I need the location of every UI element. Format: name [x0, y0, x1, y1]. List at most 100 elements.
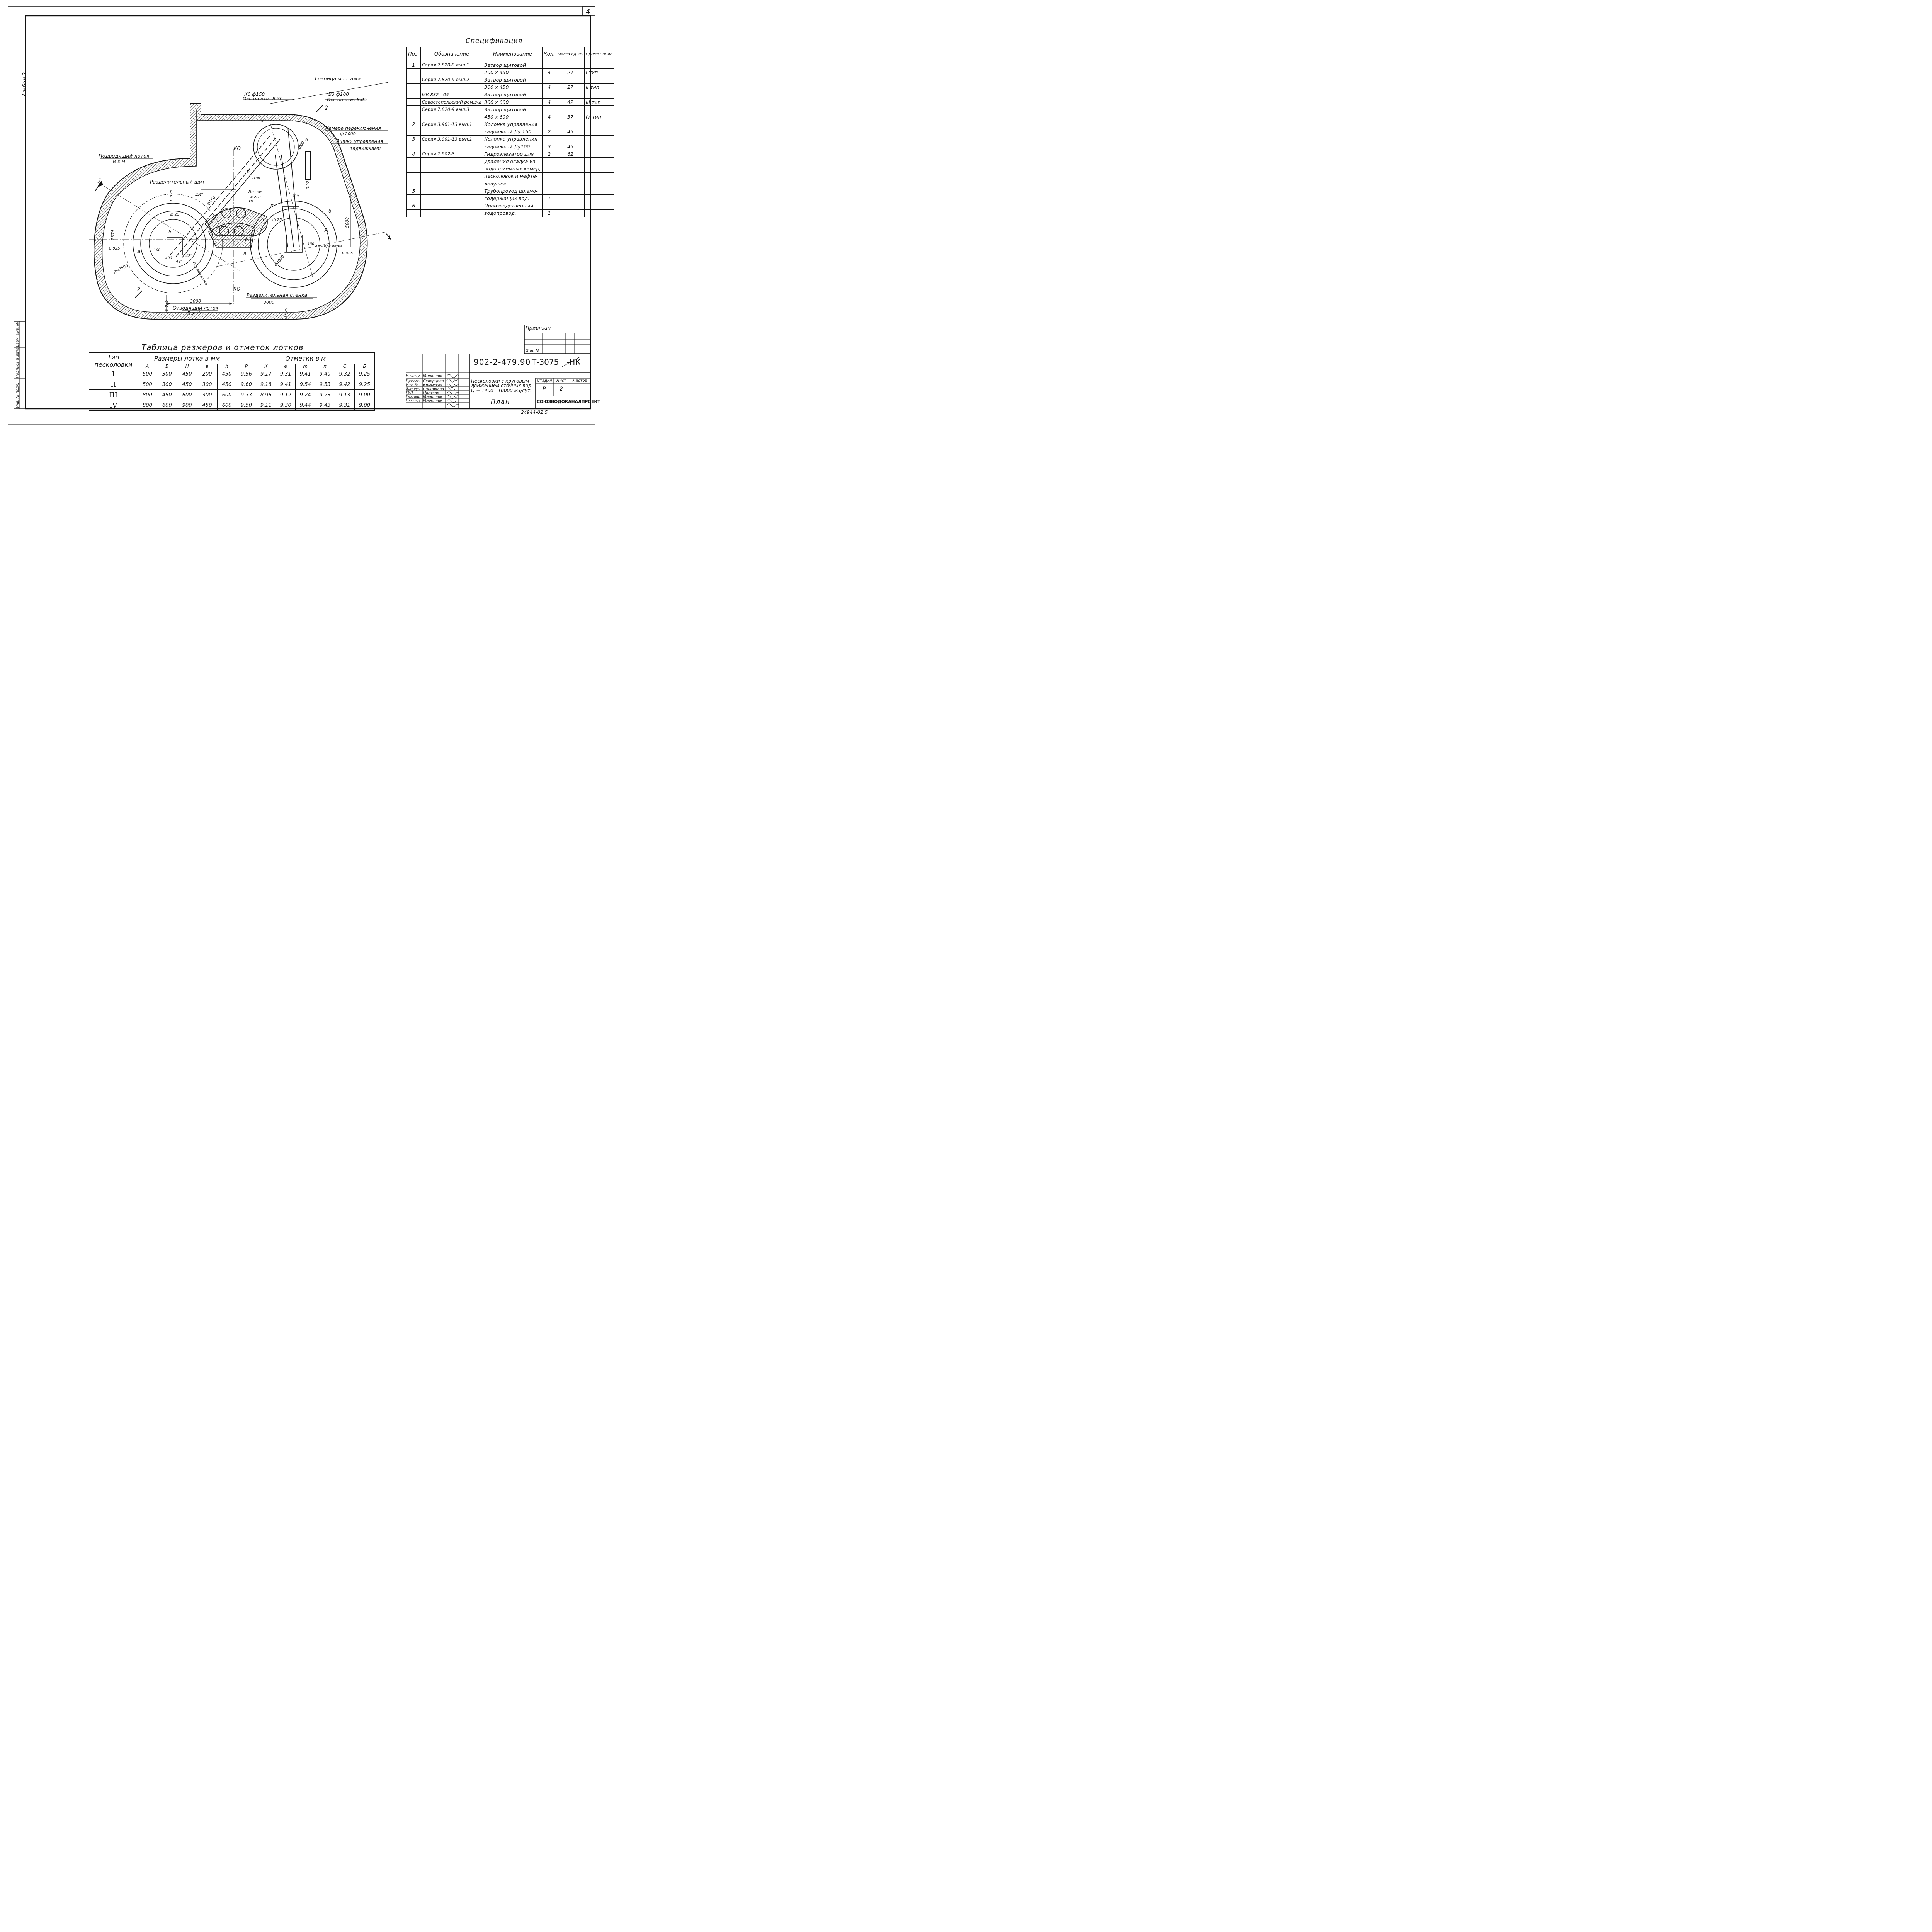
spec-cell: Серия 7.902-3 — [420, 150, 483, 158]
sizes-cell: 9.60 — [236, 379, 257, 390]
spec-cell — [406, 83, 421, 91]
sizes-cell: 9.50 — [236, 400, 257, 411]
sizes-col-header: В — [156, 364, 177, 369]
label-letter-n: п — [270, 203, 274, 208]
spec-cell — [406, 128, 421, 136]
sizes-cell: 9.41 — [276, 379, 296, 390]
side-label-2: Подпись и дата — [15, 347, 20, 378]
spec-cell: 4 — [406, 150, 421, 158]
role-4: Зам.рук. — [406, 387, 421, 391]
spec-cell — [584, 76, 614, 84]
sizes-cell: 9.43 — [315, 400, 335, 411]
spec-cell: 300 х 600 — [483, 98, 543, 106]
label-dim-1375: 1375 — [111, 230, 116, 240]
spec-cell — [556, 157, 585, 165]
spec-cell: Колонка управления — [483, 135, 543, 143]
spec-cell — [406, 194, 421, 202]
spec-cell: 6 — [406, 202, 421, 210]
spec-cell: 4 — [542, 113, 557, 121]
label-angle-42: 42° — [185, 254, 192, 258]
spec-cell: песколовок и нефте- — [483, 172, 543, 180]
signature-marks — [446, 374, 459, 407]
stage-header: Стадия — [537, 379, 552, 383]
spec-row: ловушек. — [406, 179, 614, 188]
spec-cell — [556, 105, 585, 114]
label-radius: R=3500 — [113, 264, 129, 275]
title-block: 902-2-479.90 Т-3075 -НК Н.контр. Провер.… — [405, 353, 600, 409]
sizes-cell: 9.54 — [295, 379, 316, 390]
spec-cell: Затвор щитовой — [483, 90, 543, 99]
spec-row: удаления осадка из — [406, 157, 614, 165]
spec-cell: 5 — [406, 187, 421, 195]
privyazan-label: Привязан — [526, 325, 551, 331]
spec-cell — [406, 165, 421, 173]
spec-cell — [420, 83, 483, 91]
sizes-cell: 9.56 — [236, 369, 257, 379]
privyazan-block: Привязан Инв. № — [524, 324, 590, 354]
name-5: Цветков — [423, 391, 439, 395]
side-label-3: Взам. инв. № — [15, 322, 20, 347]
spec-cell — [406, 179, 421, 188]
sizes-cell: 9.42 — [335, 379, 355, 390]
spec-cell: водоприемных камер, — [483, 165, 543, 173]
spec-cell — [542, 202, 557, 210]
label-mount-boundary: Граница монтажа — [315, 76, 361, 82]
outer-wall-hatch — [94, 103, 368, 320]
spec-cell — [420, 157, 483, 165]
description-line-1: Песколовки с круговым — [471, 378, 529, 384]
sizes-cell: 450 — [217, 379, 237, 390]
spec-cell: 1 — [406, 61, 421, 69]
spec-cell: 4 — [542, 83, 557, 91]
sizes-col-header: С — [335, 364, 355, 369]
spec-cell — [406, 113, 421, 121]
label-ko-top: КО — [234, 146, 241, 151]
spec-cell — [420, 165, 483, 173]
spec-cell — [584, 187, 614, 195]
spec-cell: ловушек. — [483, 179, 543, 188]
spec-cell — [420, 113, 483, 121]
spec-cell — [420, 202, 483, 210]
spec-cell: II тип — [584, 83, 614, 91]
sizes-col-header: К — [256, 364, 276, 369]
label-letter-c: С — [263, 217, 266, 223]
spec-cell — [584, 202, 614, 210]
spec-cell: Затвор щитовой — [483, 61, 543, 69]
sizes-cell: 9.33 — [236, 389, 257, 400]
spec-cell — [556, 165, 585, 173]
role-1: Н.контр. — [406, 374, 421, 378]
sizes-cell: 9.30 — [276, 400, 296, 411]
label-letter-k: К — [243, 251, 247, 256]
spec-cell — [420, 187, 483, 195]
label-slope-6: 0.025 — [306, 178, 310, 189]
label-valve-boxes-1: Ящики управления — [336, 139, 383, 144]
sizes-cell: 9.17 — [256, 369, 276, 379]
spec-cell: Серия 7.820-9 вып.2 — [420, 76, 483, 84]
spec-cell — [406, 98, 421, 106]
name-3: Крымская — [423, 383, 442, 388]
spec-cell — [406, 90, 421, 99]
plan-labels: Граница монтажа К6 ф150 Ось на отм. 8.30… — [98, 76, 391, 319]
spec-cell: Трубопровод шламо- — [483, 187, 543, 195]
spec-row: содержащих вод.1 — [406, 194, 614, 202]
sizes-cell: 500 — [137, 379, 157, 390]
label-k6-axis: Ось на отм. 8.30 — [243, 96, 283, 102]
spec-cell: Затвор щитовой — [483, 105, 543, 114]
spec-cell — [584, 172, 614, 180]
spec-cell — [420, 194, 483, 202]
spec-cell — [556, 209, 585, 217]
spec-cell — [584, 194, 614, 202]
label-outlet-tray-1: Отводящий лоток — [173, 305, 219, 311]
sheets-header: Листов — [573, 379, 587, 383]
spec-cell: 4 — [542, 98, 557, 106]
spec-cell — [406, 76, 421, 84]
spec-cell: задвижкой Ду100 — [483, 143, 543, 151]
spec-cell — [406, 105, 421, 114]
sizes-cell: 9.41 — [295, 369, 316, 379]
spec-cell — [406, 143, 421, 151]
spec-cell: 45 — [556, 128, 585, 136]
spec-cell — [556, 187, 585, 195]
spec-cell: III тип — [584, 98, 614, 106]
